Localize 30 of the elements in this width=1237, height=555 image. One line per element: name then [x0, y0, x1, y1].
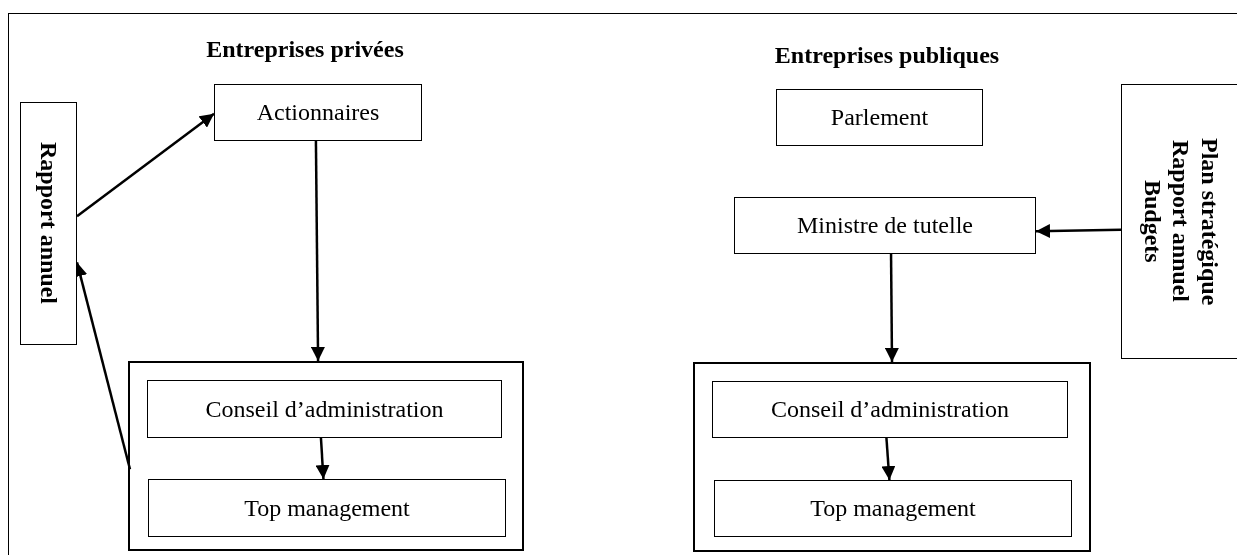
process-box: [20, 102, 77, 345]
process-box: [712, 381, 1068, 438]
process-box: [776, 89, 983, 146]
process-box: [734, 197, 1036, 254]
arrow: [315, 437, 330, 480]
box-label: Actionnaires: [256, 99, 380, 126]
process-box: [214, 84, 422, 141]
box-label: Budgets: [1139, 180, 1166, 263]
section-title: Entreprises privées: [206, 36, 404, 63]
section-title: Entreprises publiques: [774, 42, 1000, 69]
process-box: [147, 380, 502, 438]
group-frame: [693, 362, 1091, 552]
box-label: Conseil d’administration: [771, 396, 1009, 423]
box-label: Top management: [810, 495, 976, 522]
arrow: [884, 254, 899, 362]
arrow: [76, 112, 215, 218]
group-frame: [128, 361, 524, 551]
box-label: Rapport annuel: [35, 142, 62, 305]
process-box: [148, 479, 506, 537]
box-label: Plan stratégique: [1196, 137, 1223, 306]
box-label: Parlement: [830, 104, 929, 131]
arrow: [310, 141, 325, 361]
arrow: [881, 437, 896, 481]
process-box: [1121, 84, 1237, 359]
process-box: [714, 480, 1072, 537]
box-label: Top management: [244, 494, 410, 522]
box-label: Ministre de tutelle: [797, 212, 973, 239]
arrow: [1035, 223, 1122, 238]
box-label: Rapport annuel: [1167, 140, 1195, 303]
box-label: Conseil d’administration: [205, 395, 444, 423]
